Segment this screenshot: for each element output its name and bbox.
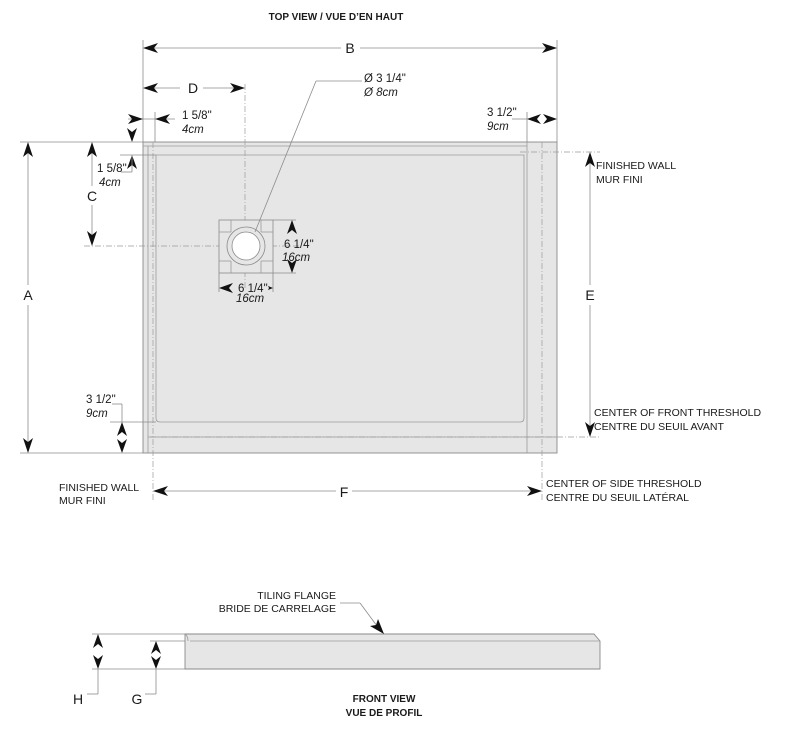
arrow-threshold-b-bottom — [117, 439, 127, 453]
arrow-h-top — [93, 634, 103, 648]
arrow-flange-left-top — [127, 128, 137, 142]
arrow-e-bottom — [585, 422, 595, 437]
flange-left-metric: 4cm — [99, 177, 121, 189]
arrow-drain-h-bottom — [287, 259, 297, 273]
arrow-f-left — [153, 486, 168, 496]
dim-c-label: C — [87, 188, 97, 204]
arrow-e-top — [585, 152, 595, 167]
arrow-tiling-flange — [370, 619, 384, 634]
front-view-title-fr: VUE DE PROFIL — [346, 708, 423, 719]
arrow-h-bottom — [93, 655, 103, 669]
finished-wall-bottom-en: FINISHED WALL — [59, 482, 139, 494]
drain-width-imperial: 6 1/4" — [238, 283, 268, 295]
tray-outline — [142, 141, 558, 454]
drain-diameter-metric: Ø 8cm — [363, 87, 398, 99]
tiling-flange-en: TILING FLANGE — [257, 590, 336, 602]
top-view-title: TOP VIEW / VUE D’EN HAUT — [269, 12, 404, 23]
threshold-right-imperial: 3 1/2" — [487, 107, 517, 119]
dim-g-label: G — [132, 691, 143, 707]
front-threshold-fr: CENTRE DU SEUIL AVANT — [594, 421, 724, 433]
drain-height-metric: 16cm — [282, 252, 311, 264]
arrow-d-left — [143, 83, 158, 93]
arrow-d-right — [230, 83, 245, 93]
drain — [218, 219, 274, 274]
arrow-flange-top-left — [128, 114, 143, 124]
arrow-g-bottom — [151, 656, 161, 669]
side-threshold-fr: CENTRE DU SEUIL LATÉRAL — [546, 491, 689, 504]
drain-height-imperial: 6 1/4" — [284, 239, 314, 251]
front-view-title-en: FRONT VIEW — [353, 694, 416, 705]
flange-top-imperial: 1 5/8" — [182, 110, 212, 122]
arrow-a-bottom — [23, 438, 33, 453]
arrow-drain-h-top — [287, 220, 297, 234]
dim-e-label: E — [585, 287, 594, 303]
dim-a-label: A — [23, 287, 33, 303]
arrow-c-bottom — [87, 231, 97, 246]
threshold-bottom-metric: 9cm — [86, 408, 108, 420]
arrow-threshold-b-top — [117, 422, 127, 436]
threshold-right-metric: 9cm — [487, 121, 509, 133]
flange-left-imperial: 1 5/8" — [97, 163, 127, 175]
finished-wall-right-fr: MUR FINI — [596, 174, 643, 186]
arrow-a-top — [23, 142, 33, 157]
tray-profile — [184, 633, 601, 670]
shower-tray-front — [184, 633, 601, 670]
arrow-b-right — [542, 43, 557, 53]
arrow-threshold-r-right — [543, 114, 557, 124]
arrow-f-right — [527, 486, 542, 496]
arrow-c-top — [87, 142, 97, 157]
arrow-flange-top-right — [155, 114, 170, 124]
front-threshold-en: CENTER OF FRONT THRESHOLD — [594, 407, 761, 419]
threshold-bottom-imperial: 3 1/2" — [86, 394, 116, 406]
dim-d-label: D — [188, 80, 198, 96]
arrow-drain-w-right — [268, 286, 273, 290]
flange-top-metric: 4cm — [182, 124, 204, 136]
finished-wall-right-en: FINISHED WALL — [596, 160, 676, 172]
drain-hole — [231, 231, 261, 261]
arrow-threshold-r-left — [527, 114, 541, 124]
basin-outline — [155, 154, 525, 423]
drain-width-metric: 16cm — [236, 293, 265, 305]
drain-diameter-imperial: Ø 3 1/4" — [364, 73, 406, 85]
arrow-drain-w-left — [219, 283, 233, 293]
side-threshold-en: CENTER OF SIDE THRESHOLD — [546, 478, 702, 490]
dim-h-label: H — [73, 691, 83, 707]
arrow-b-left — [143, 43, 158, 53]
shower-tray-top — [142, 141, 558, 454]
finished-wall-bottom-fr: MUR FINI — [59, 495, 106, 507]
dim-f-label: F — [340, 484, 349, 500]
arrow-g-top — [151, 641, 161, 654]
tiling-flange-fr: BRIDE DE CARRELAGE — [219, 603, 336, 615]
dim-b-label: B — [345, 40, 354, 56]
